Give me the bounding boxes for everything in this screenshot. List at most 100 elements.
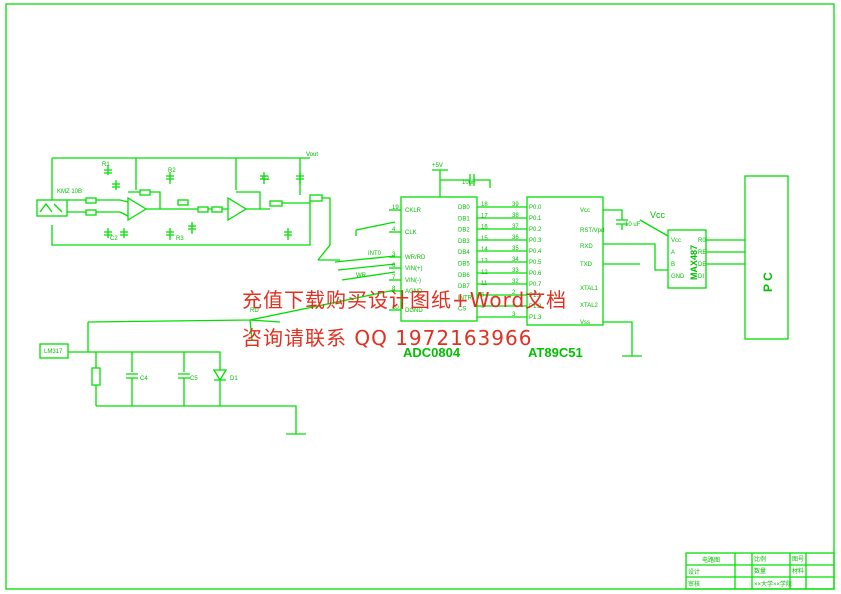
max487-chip: MAX487 Vcc A B GND R0 RE DE DI <box>603 229 745 289</box>
adc-pin-number: 7 <box>392 275 396 281</box>
title-cell: 审核 <box>688 580 700 588</box>
resistor <box>177 199 189 206</box>
title-cell: 比例 <box>754 555 766 563</box>
component-label: C1 <box>262 176 270 182</box>
bus-wires: INT0 WR RD <box>87 221 396 341</box>
title-cell: 图号 <box>792 556 804 563</box>
adc-pin-number: 10 <box>392 305 399 311</box>
resistor <box>139 189 151 196</box>
component-label: R2 <box>168 168 176 174</box>
adc-pin-number: 19 <box>392 205 399 211</box>
amp-output-label: Vout <box>306 152 318 158</box>
mcu-pin-label: P0.5 <box>529 260 542 266</box>
adc-pin-label: DB0 <box>458 205 470 211</box>
adc0804-chip: +5V 10uF ADC0804 CKLR19CLK4WR/RD3VIN(+)6… <box>389 163 491 360</box>
adc-pin-label: DB3 <box>458 239 470 245</box>
adc-pin-number: 4 <box>392 227 396 233</box>
mcu-pin-label: Vcc <box>580 208 590 214</box>
adc-pin-label: DB2 <box>458 228 470 234</box>
max-pin-label: RE <box>698 250 706 256</box>
mcu-vcc-label: Vcc <box>650 210 666 220</box>
adc-pin-number: 14 <box>481 247 488 253</box>
component-label: C4 <box>140 376 148 382</box>
title-block-title: 电路图 <box>702 556 720 564</box>
sensor-amplifier-circuit: KMZ 10B Vout <box>36 152 331 261</box>
max-body <box>667 229 707 289</box>
adc-pin-number: 1 <box>481 304 485 310</box>
mcu-name: AT89C51 <box>528 345 583 360</box>
max-pin-label: A <box>671 250 675 256</box>
mcu-pin-number: 32 <box>512 279 519 285</box>
bus-label: INT0 <box>368 251 382 257</box>
adc-pin-label: VIN(+) <box>405 266 423 272</box>
watermark-line-1: 充值下载购买设计图纸+Word文档 <box>242 288 568 312</box>
mcu-pin-label: P0.4 <box>529 249 542 255</box>
mcu-pin-number: 39 <box>512 202 519 208</box>
max-pin-label: DE <box>698 262 706 268</box>
adc-pin-label: DB6 <box>458 273 470 279</box>
mcu-pin-label: XTAL1 <box>580 286 599 292</box>
mcu-pin-label: Vss <box>580 320 590 326</box>
component-label: R1 <box>102 162 110 168</box>
mcu-pin-label: P0.3 <box>529 238 542 244</box>
mcu-pin-label: RST/Vpd <box>580 228 604 234</box>
adc-pin-label: CKLR <box>405 208 422 214</box>
component-label: D1 <box>230 376 238 382</box>
title-cell: 设计 <box>688 568 700 576</box>
adc-pin-number: 8 <box>392 286 396 292</box>
resistor <box>269 200 283 207</box>
at89c51-chip: AT89C51 P0.039P0.138P0.237P0.336P0.435P0… <box>512 196 669 360</box>
school-name: ××大学××学院 <box>754 580 792 588</box>
mcu-body <box>526 196 604 326</box>
mcu-pin-number: 2 <box>512 290 516 296</box>
drawing-border <box>5 3 835 590</box>
mcu-pin-label: P0.7 <box>529 282 542 288</box>
mcu-pin-label: XTAL2 <box>580 303 599 309</box>
adc-pin-label: CS <box>458 307 466 313</box>
sensor-bridge <box>36 199 68 217</box>
watermark-line-2: 咨询请联系 QQ 1972163966 <box>242 326 533 350</box>
max-pin-label: DI <box>698 274 704 280</box>
adc-pin-label: CLK <box>405 230 417 236</box>
title-block: 电路图 比例 图号 数量 材料 设计 审核 ××大学××学院 <box>685 552 835 590</box>
adc-pin-number: 17 <box>481 213 488 219</box>
pc-label: P C <box>761 272 775 292</box>
max-name: MAX487 <box>689 245 699 280</box>
pc-box <box>744 175 789 340</box>
adc-pin-label: VIN(-) <box>405 278 421 284</box>
data-bus <box>477 206 527 318</box>
adc-pin-number: 16 <box>481 225 488 231</box>
adc-pin-label: INTR <box>458 295 473 301</box>
adc-pin-label: DGND <box>405 308 423 314</box>
mcu-pin-label: P0.2 <box>529 227 542 233</box>
mcu-pin-label: P1.3 <box>529 315 542 321</box>
mcu-pin-label: P0.1 <box>529 216 542 222</box>
adc-pin-label: WR/RD <box>405 255 426 261</box>
resistor <box>211 206 223 213</box>
regulator-label: LM317 <box>44 349 63 355</box>
bus-label: RD <box>250 308 259 314</box>
bus-label: WR <box>356 273 367 279</box>
max-pin-label: GND <box>671 274 685 280</box>
mcu-pin-number: 34 <box>512 257 519 263</box>
component-label: C5 <box>190 376 198 382</box>
mcu-cap-label: 10 uF <box>625 222 641 228</box>
mcu-pin-label: P1.2 <box>529 304 542 310</box>
mcu-pin-label: TXD <box>580 262 593 268</box>
resistor <box>85 209 97 216</box>
component-label: C2 <box>110 236 118 242</box>
adc-name: ADC0804 <box>403 345 461 360</box>
opamp-1 <box>127 196 148 222</box>
mcu-pin-number: 38 <box>512 213 519 219</box>
sensor-label: KMZ 10B <box>57 189 82 195</box>
adc-pin-label: DB1 <box>458 216 470 222</box>
max-pin-label: Vcc <box>671 238 681 244</box>
title-cell: 材料 <box>792 567 804 575</box>
component-label: R3 <box>176 236 184 242</box>
mcu-pin-number: 36 <box>512 235 519 241</box>
regulator-box <box>39 343 69 359</box>
mcu-pin-label: P0.0 <box>529 205 542 211</box>
opamp-2 <box>227 196 248 222</box>
mcu-pin-number: 3 <box>512 312 516 318</box>
